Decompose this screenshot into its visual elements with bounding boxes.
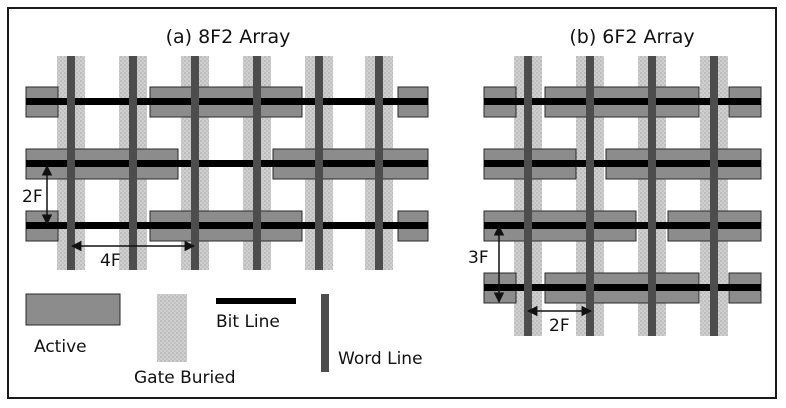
word-line [586, 56, 594, 336]
legend-bit-line-label: Bit Line [216, 312, 280, 332]
legend-word-line-label: Word Line [338, 349, 423, 369]
panel-a-word-lines [67, 56, 383, 270]
bit-line [26, 160, 428, 167]
bit-line [26, 98, 428, 105]
legend-word-line-swatch [321, 294, 329, 372]
panel-a-title: (a) 8F2 Array [166, 26, 291, 48]
word-line [710, 56, 718, 336]
legend-active-swatch [25, 293, 121, 326]
word-line [315, 56, 323, 270]
word-line [375, 56, 383, 270]
word-line [191, 56, 199, 270]
legend-gate-buried-label: Gate Buried [134, 368, 236, 388]
bit-line [484, 160, 761, 167]
legend: Active Gate Buried Bit Line Word Line [25, 293, 423, 388]
bit-line [484, 222, 761, 229]
panel-b-6f2-array: 3F 2F [468, 56, 762, 336]
panel-a-bit-lines [26, 98, 428, 229]
legend-gate-buried-swatch [157, 294, 187, 362]
legend-active-label: Active [34, 337, 87, 357]
panel-b-dim-horizontal-label: 2F [549, 316, 570, 336]
panel-b-word-lines [524, 56, 718, 336]
legend-bit-line-swatch [216, 298, 296, 304]
panel-b-bit-lines [484, 98, 761, 291]
bit-line [26, 222, 428, 229]
word-line [67, 56, 75, 270]
panel-a-dim-horizontal-label: 4F [100, 251, 121, 271]
panel-a-dim-vertical-label: 2F [22, 187, 43, 207]
panel-b-dim-vertical-label: 3F [468, 248, 489, 268]
diagram-frame [7, 7, 777, 399]
bit-line [484, 284, 761, 291]
word-line [253, 56, 261, 270]
panel-a-8f2-array: 2F 4F [22, 56, 429, 271]
panel-b-title: (b) 6F2 Array [569, 26, 694, 48]
bit-line [484, 98, 761, 105]
word-line [129, 56, 137, 270]
word-line [648, 56, 656, 336]
word-line [524, 56, 532, 336]
